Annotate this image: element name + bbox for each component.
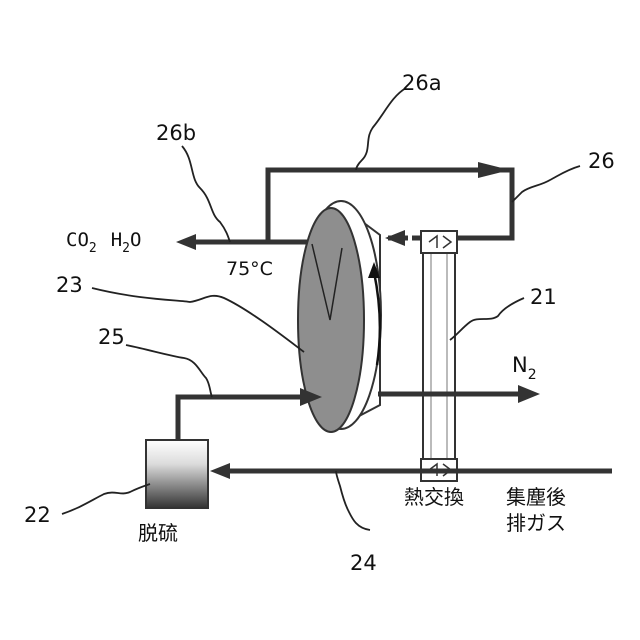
label-26: 26 (588, 149, 615, 173)
heat-exchanger-label: 熱交換 (404, 485, 464, 509)
label-25: 25 (98, 325, 125, 349)
svg-text:N2: N2 (512, 353, 537, 383)
label-26b: 26b (156, 121, 196, 145)
label-22: 22 (24, 503, 51, 527)
heat-exchanger-21 (421, 231, 457, 481)
n2-outlet-line (378, 385, 540, 403)
exhaust-gas-label: CO2H2O (66, 229, 141, 256)
svg-text:CO2H2O: CO2H2O (66, 229, 141, 256)
desulfurization-label: 脱硫 (138, 521, 178, 545)
recycle-line-26a (268, 162, 512, 246)
feed-line-25 (178, 388, 322, 440)
label-24: 24 (350, 551, 377, 575)
label-23: 23 (56, 273, 83, 297)
label-21: 21 (530, 285, 557, 309)
desulfurizer-22 (146, 440, 208, 508)
n2-label: N2 (512, 353, 537, 383)
flue-gas-line-24 (210, 463, 612, 479)
flue-gas-label-line2: 排ガス (506, 511, 566, 535)
temperature-label: 75°C (226, 258, 273, 280)
label-26a: 26a (402, 71, 442, 95)
flue-gas-label-line1: 集塵後 (506, 485, 566, 509)
